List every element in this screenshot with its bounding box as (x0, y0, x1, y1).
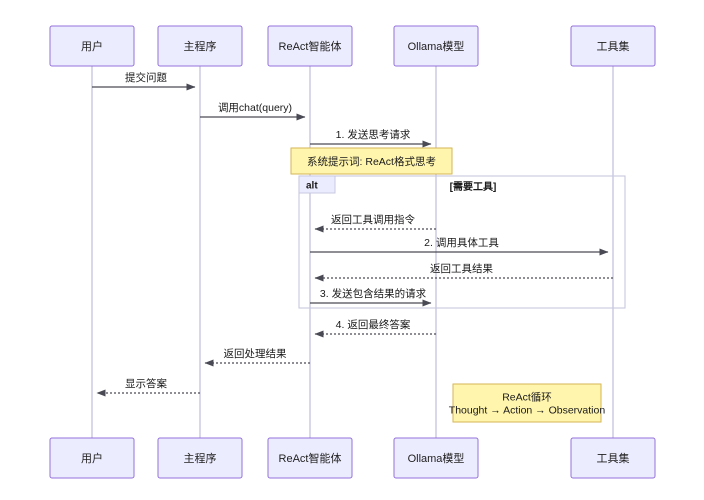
participant-label-main-bottom: 主程序 (184, 451, 217, 465)
message-label-m2: 调用chat(query) (218, 102, 292, 114)
message-label-m9: 返回处理结果 (224, 347, 287, 360)
participant-label-user-bottom: 用户 (81, 451, 103, 465)
note-box-note-react-loop (452, 383, 602, 423)
message-label-m6: 返回工具结果 (430, 262, 493, 275)
participant-box-agent-bottom[interactable] (267, 437, 353, 479)
fragments-group: alt [需要工具] (298, 175, 626, 309)
participant-box-tools-top[interactable] (570, 25, 656, 67)
participant-label-agent-top: ReAct智能体 (279, 39, 342, 53)
participant-box-agent-top[interactable] (267, 25, 353, 67)
participant-label-agent-bottom: ReAct智能体 (279, 451, 342, 465)
note-text-note-react-loop-0: ReAct循环 (502, 391, 552, 404)
actors-group: 用户用户主程序主程序ReAct智能体ReAct智能体Ollama模型Ollama… (49, 25, 656, 479)
note-text-note-system-prompt-0: 系统提示词: ReAct格式思考 (307, 155, 436, 168)
participant-box-user-top[interactable] (49, 25, 135, 67)
message-label-m3: 1. 发送思考请求 (336, 128, 411, 141)
fragment-frame-alt-need-tools (298, 175, 626, 309)
participant-box-tools-bottom[interactable] (570, 437, 656, 479)
fragment-operator-tab-alt-need-tools (298, 175, 336, 194)
message-label-m1: 提交问题 (125, 71, 167, 84)
participant-box-ollama-top[interactable] (393, 25, 479, 67)
message-label-m5: 2. 调用具体工具 (424, 237, 499, 249)
message-label-m10: 显示答案 (125, 377, 167, 390)
participant-box-main-bottom[interactable] (157, 437, 243, 479)
note-box-note-system-prompt (290, 147, 453, 175)
participant-label-tools-top: 工具集 (597, 39, 630, 53)
participant-box-main-top[interactable] (157, 25, 243, 67)
participant-box-ollama-bottom[interactable] (393, 437, 479, 479)
message-label-m4: 返回工具调用指令 (331, 213, 415, 226)
participant-label-ollama-bottom: Ollama模型 (408, 451, 465, 465)
message-label-m7: 3. 发送包含结果的请求 (320, 287, 427, 300)
participant-label-ollama-top: Ollama模型 (408, 39, 465, 53)
message-label-m8: 4. 返回最终答案 (336, 318, 411, 331)
note-text-note-react-loop-1: Thought → Action → Observation (449, 405, 606, 417)
fragment-operator-label-alt-need-tools: alt (306, 181, 318, 192)
participant-box-user-bottom[interactable] (49, 437, 135, 479)
fragment-condition-label-alt-need-tools: [需要工具] (450, 181, 497, 193)
participant-label-tools-bottom: 工具集 (597, 451, 630, 465)
participant-label-main-top: 主程序 (184, 39, 217, 53)
participant-label-user-top: 用户 (81, 39, 103, 53)
